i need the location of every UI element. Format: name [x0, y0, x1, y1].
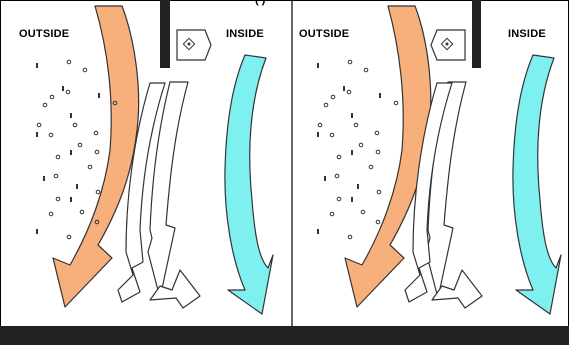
floor-bar	[0, 326, 569, 345]
inside-label-right: INSIDE	[508, 28, 546, 40]
panel-right	[317, 0, 562, 315]
exchange-air-arrow-tail	[431, 269, 483, 309]
panel-left	[36, 0, 274, 315]
wall-left	[160, 0, 170, 68]
cool-air-arrow	[224, 54, 274, 315]
fan-icon	[176, 29, 212, 61]
warm-air-arrow	[52, 5, 140, 308]
top-caption: ( )	[255, 0, 266, 6]
particles-right-dark	[317, 63, 381, 234]
wall-right	[472, 0, 481, 68]
outside-label-right: OUTSIDE	[299, 28, 350, 40]
exchange-air-arrow-upper	[147, 81, 189, 299]
particles-left-dark	[36, 63, 100, 234]
particles-right	[317, 59, 399, 240]
fan-icon	[430, 29, 466, 61]
inside-label-left: INSIDE	[226, 28, 264, 40]
exchange-air-arrow-lower	[404, 82, 453, 303]
cool-air-arrow	[512, 54, 562, 315]
exchange-air-arrow-lower	[117, 82, 166, 303]
outside-label-left: OUTSIDE	[19, 28, 70, 40]
warm-air-arrow	[344, 5, 432, 308]
particles-left	[36, 59, 118, 240]
exchange-air-arrow-tail	[149, 269, 201, 309]
